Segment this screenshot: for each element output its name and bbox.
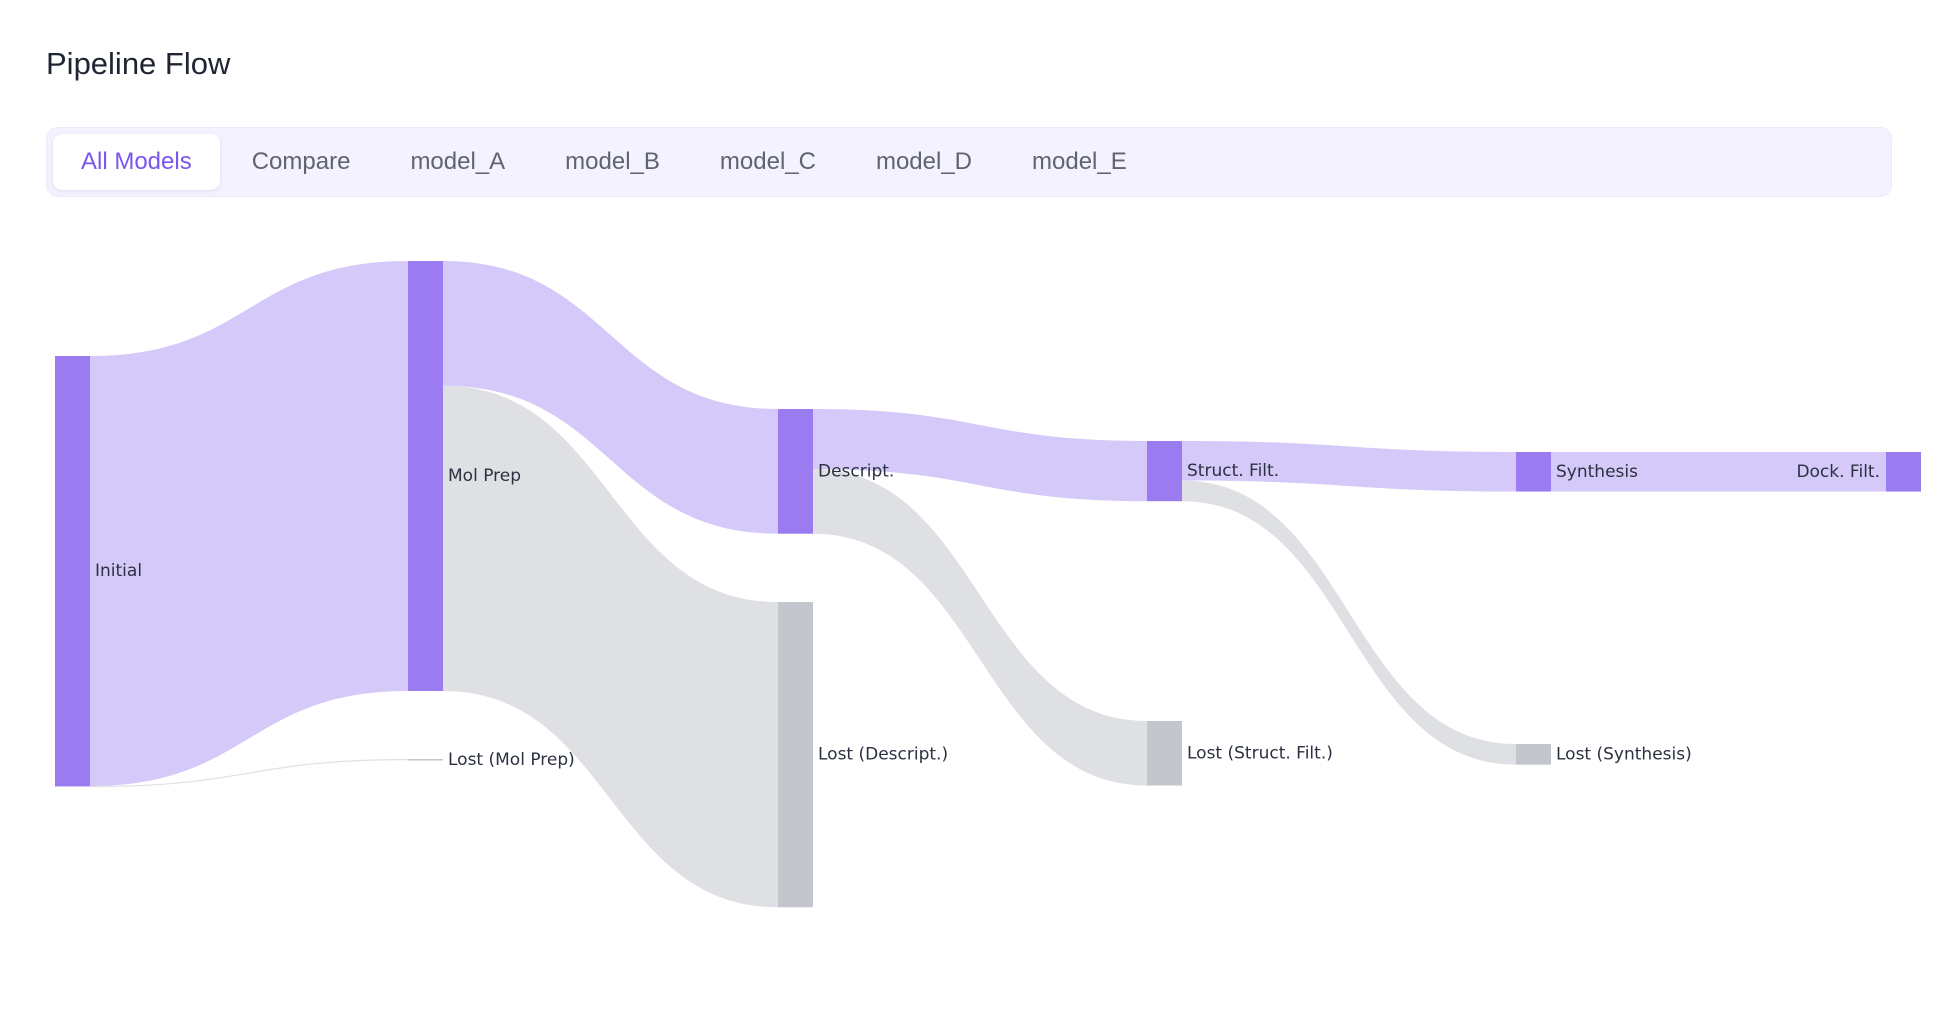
sankey-node-label-lost_descript: Lost (Descript.) (818, 745, 948, 765)
sankey-node-synthesis[interactable] (1516, 452, 1551, 492)
sankey-nodes (55, 261, 1921, 908)
sankey-link-initial-to-lost_molprep (90, 759, 408, 788)
sankey-link-initial-to-molprep (90, 261, 408, 786)
sankey-node-lost_structfilt[interactable] (1147, 721, 1182, 786)
sankey-node-label-structfilt: Struct. Filt. (1187, 461, 1279, 481)
tab-compare[interactable]: Compare (251, 148, 351, 175)
sankey-link-descript-to-lost_structfilt (813, 469, 1147, 786)
sankey-node-label-initial: Initial (95, 561, 142, 581)
sankey-node-label-synthesis: Synthesis (1556, 462, 1638, 482)
sankey-node-label-lost_molprep: Lost (Mol Prep) (448, 750, 575, 770)
sankey-link-descript-to-structfilt (813, 409, 1147, 502)
sankey-node-lost_synthesis[interactable] (1516, 744, 1551, 765)
sankey-node-dockfilt[interactable] (1886, 452, 1921, 492)
tab-model-c[interactable]: model_C (719, 148, 816, 175)
sankey-node-lost_molprep[interactable] (408, 759, 443, 761)
sankey-node-label-lost_structfilt: Lost (Struct. Filt.) (1187, 743, 1333, 763)
tab-all-models[interactable]: All Models (53, 134, 220, 190)
sankey-link-molprep-to-lost_descript (443, 385, 778, 908)
sankey-node-structfilt[interactable] (1147, 441, 1182, 502)
sankey-node-descript[interactable] (778, 409, 813, 534)
tab-model-b[interactable]: model_B (565, 148, 660, 175)
sankey-node-molprep[interactable] (408, 261, 443, 691)
page-title: Pipeline Flow (46, 46, 231, 81)
model-tab-bar: All Models Compare model_A model_B model… (46, 127, 1892, 197)
sankey-link-structfilt-to-lost_synthesis (1182, 480, 1516, 765)
tab-model-e[interactable]: model_E (1032, 148, 1127, 175)
tab-model-d[interactable]: model_D (875, 148, 972, 175)
sankey-node-lost_descript[interactable] (778, 602, 813, 908)
sankey-node-initial[interactable] (55, 356, 90, 787)
sankey-node-label-lost_synthesis: Lost (Synthesis) (1556, 744, 1692, 764)
sankey-node-label-molprep: Mol Prep (448, 466, 521, 486)
sankey-node-label-dockfilt: Dock. Filt. (1796, 462, 1880, 482)
sankey-node-label-descript: Descript. (818, 461, 894, 481)
tab-model-a[interactable]: model_A (410, 148, 506, 175)
sankey-links (90, 261, 1886, 908)
sankey-link-structfilt-to-synthesis (1182, 441, 1516, 492)
sankey-link-synthesis-to-dockfilt (1551, 452, 1886, 492)
sankey-link-molprep-to-descript (443, 261, 778, 534)
